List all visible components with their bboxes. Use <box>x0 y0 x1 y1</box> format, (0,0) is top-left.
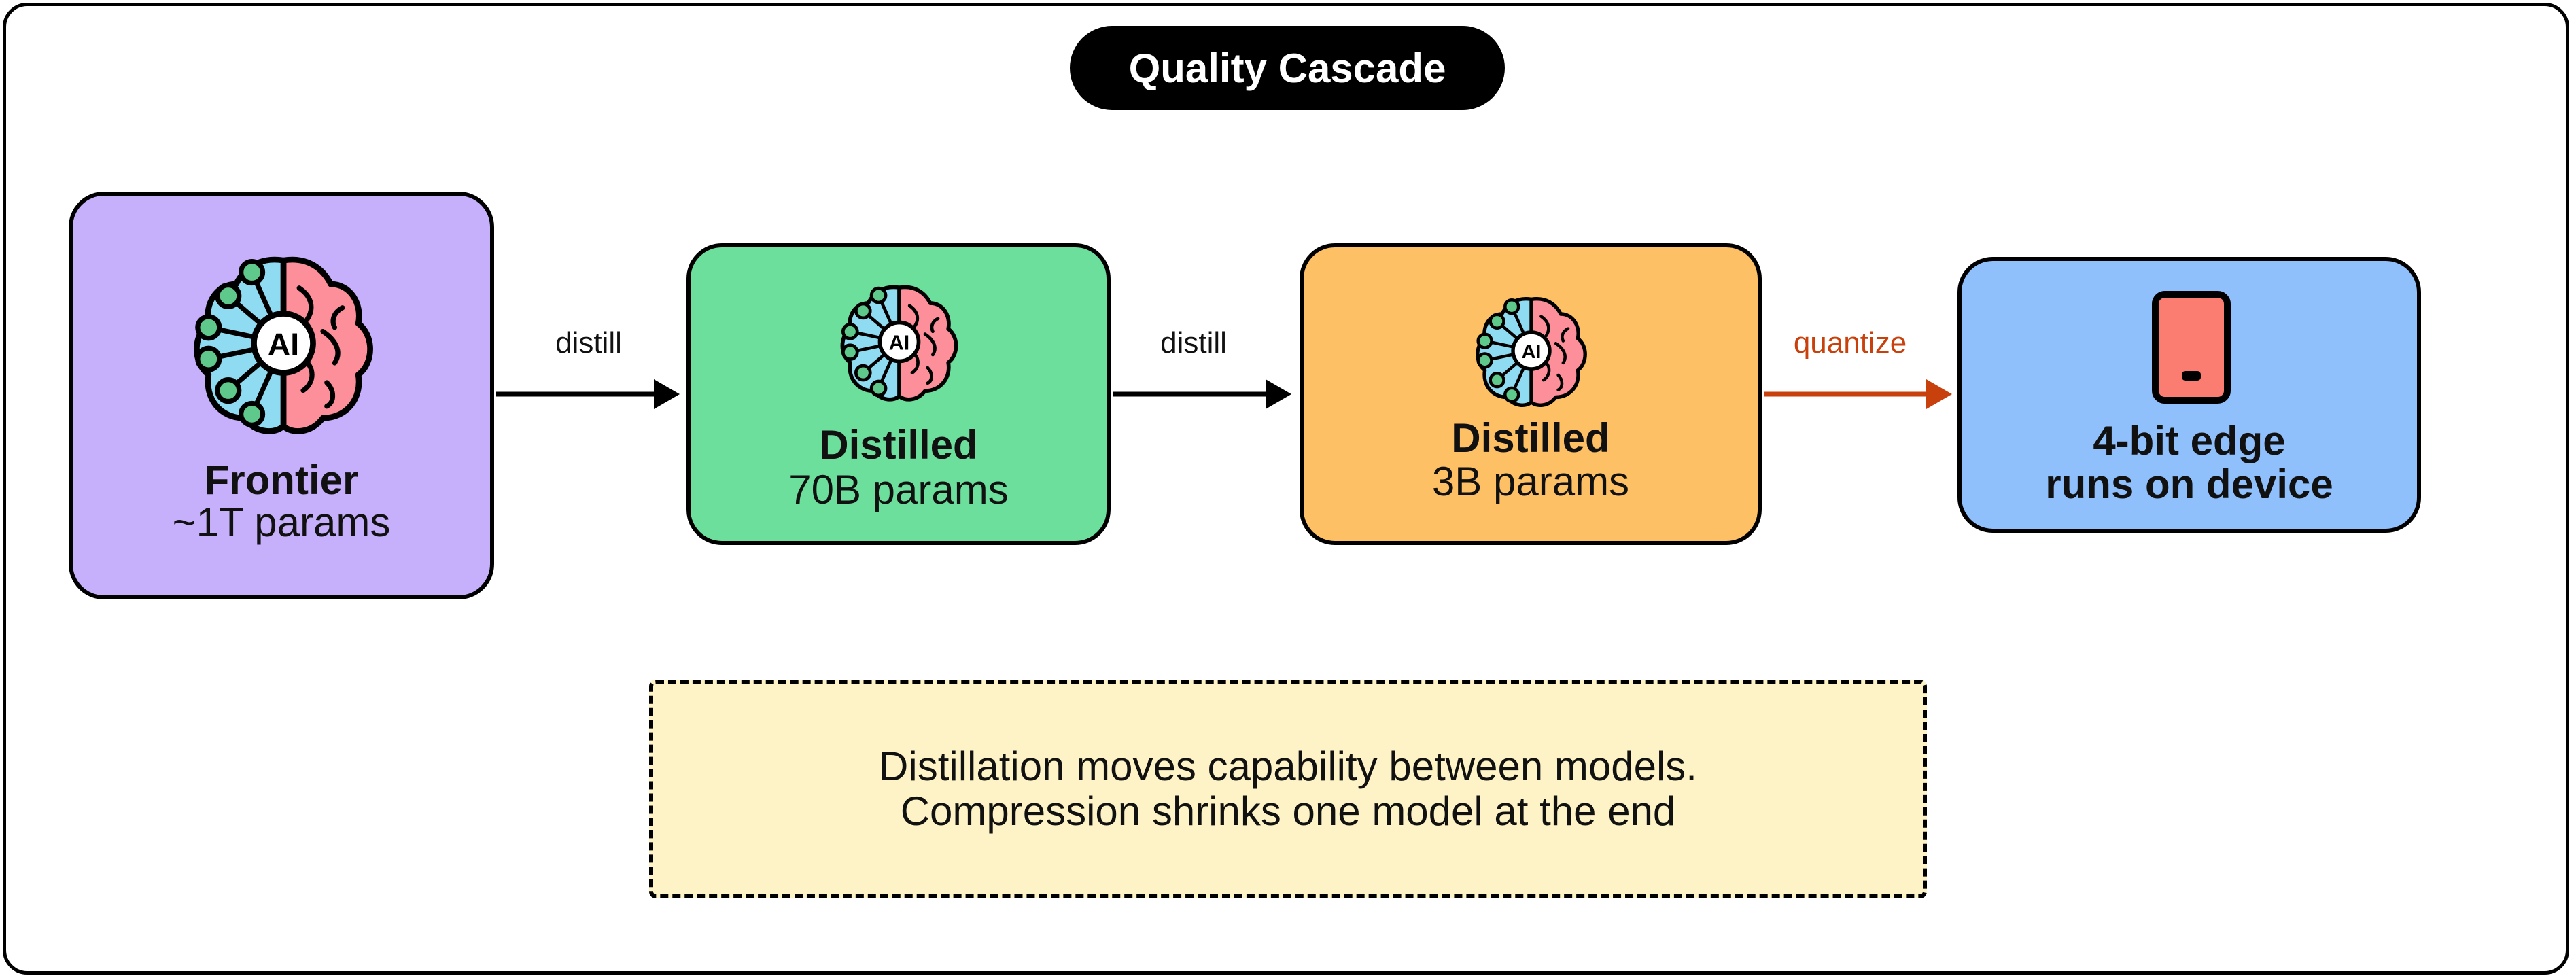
edge-label-quantize: quantize <box>1793 326 1907 360</box>
ai-brain-label: AI <box>889 331 909 354</box>
node-distilled-3b-title: Distilled <box>1451 415 1610 461</box>
note-line-2: Compression shrinks one model at the end <box>900 788 1676 834</box>
ai-brain-icon: AI <box>1476 297 1587 407</box>
node-edge-title: 4-bit edge <box>2093 418 2286 463</box>
node-edge-subtitle: runs on device <box>2045 461 2333 507</box>
ai-brain-icon: AI <box>194 256 373 434</box>
node-edge: 4-bit edge runs on device <box>1957 257 2421 533</box>
ai-brain-label: AI <box>1522 341 1542 363</box>
node-distilled-3b: AI Distilled 3B params <box>1300 243 1762 545</box>
note-line-1: Distillation moves capability between mo… <box>879 743 1697 789</box>
node-distilled-70b: AI Distilled 70B params <box>686 243 1111 545</box>
note-box: Distillation moves capability between mo… <box>649 680 1927 898</box>
node-distilled-70b-subtitle: 70B params <box>788 467 1009 512</box>
edge-arrowhead-quantize <box>1926 379 1952 409</box>
ai-brain-icon: AI <box>840 285 958 402</box>
edge-arrowhead-distill-2 <box>1266 379 1291 409</box>
node-distilled-3b-subtitle: 3B params <box>1431 459 1630 504</box>
edge-label-distill-1: distill <box>555 326 622 360</box>
edge-label-distill-2: distill <box>1160 326 1227 360</box>
node-frontier: AI Frontier ~1T params <box>69 192 494 599</box>
node-frontier-title: Frontier <box>204 457 359 503</box>
smartphone-icon <box>2152 291 2231 404</box>
diagram-title: Quality Cascade <box>1070 26 1505 110</box>
ai-brain-label: AI <box>268 326 299 362</box>
edge-arrowhead-distill-1 <box>654 379 680 409</box>
node-distilled-70b-title: Distilled <box>819 422 978 468</box>
node-frontier-subtitle: ~1T params <box>172 500 391 545</box>
